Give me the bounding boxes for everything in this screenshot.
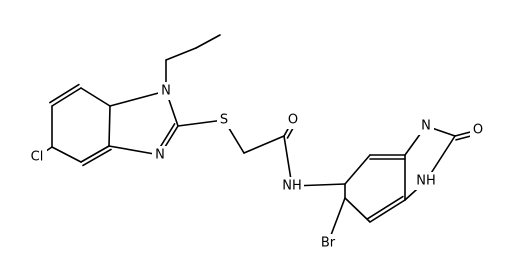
bond-c7-c6 bbox=[51, 87, 82, 107]
bond-p1-p2 bbox=[165, 47, 197, 61]
bond-ca4-ca5 bbox=[369, 199, 406, 223]
double-bond-c4-c3a bbox=[82, 148, 112, 167]
imidazolone-n1-label: N bbox=[421, 119, 431, 134]
bond-n3-c3a bbox=[108, 145, 161, 156]
o-amide-label-bg bbox=[285, 111, 301, 129]
o-keto-label-bg bbox=[470, 121, 486, 139]
n3-label-bg bbox=[152, 146, 168, 164]
keto-oxygen-label: O bbox=[473, 123, 483, 138]
double-bond-ca4-ca5 bbox=[367, 195, 404, 220]
bond-c7a-c7 bbox=[80, 87, 111, 107]
bond-c5-c4 bbox=[51, 146, 82, 163]
bond-ca5-ca6 bbox=[344, 197, 371, 223]
nh-amide-label-bg bbox=[280, 177, 304, 195]
nh-bottom-label-bg bbox=[414, 172, 438, 190]
sulfur-atom-label: S bbox=[220, 113, 228, 128]
n1-label-bg bbox=[158, 82, 174, 100]
br-label-bg bbox=[317, 234, 339, 252]
double-bond-c7-c6 bbox=[49, 83, 80, 104]
cl-label-bg bbox=[27, 148, 47, 166]
bond-c7a-n1 bbox=[109, 90, 167, 107]
bond-ca-ca2 bbox=[344, 154, 371, 185]
n-top-label-bg bbox=[418, 117, 434, 135]
bromine-atom-label: Br bbox=[321, 236, 336, 251]
atom-label-layer: Cl N N S O NH N O NH Br bbox=[27, 82, 486, 252]
bond-c4-c3a bbox=[80, 145, 110, 163]
benzimidazole-n1-label: N bbox=[161, 84, 171, 99]
bond-ch2-cc bbox=[243, 135, 285, 154]
bond-c3a-c7a bbox=[108, 105, 111, 147]
imidazolone-nh-label: NH bbox=[416, 174, 436, 189]
bond-layer bbox=[36, 34, 480, 244]
amide-oxygen-label: O bbox=[288, 113, 298, 128]
bond-p2-p3 bbox=[195, 34, 221, 49]
chlorine-atom-label: Cl bbox=[31, 150, 44, 165]
benzimidazole-n3-label: N bbox=[155, 148, 165, 163]
s-label-bg bbox=[217, 111, 232, 129]
amide-nh-label: NH bbox=[282, 179, 302, 194]
bond-c2-s bbox=[177, 119, 225, 127]
